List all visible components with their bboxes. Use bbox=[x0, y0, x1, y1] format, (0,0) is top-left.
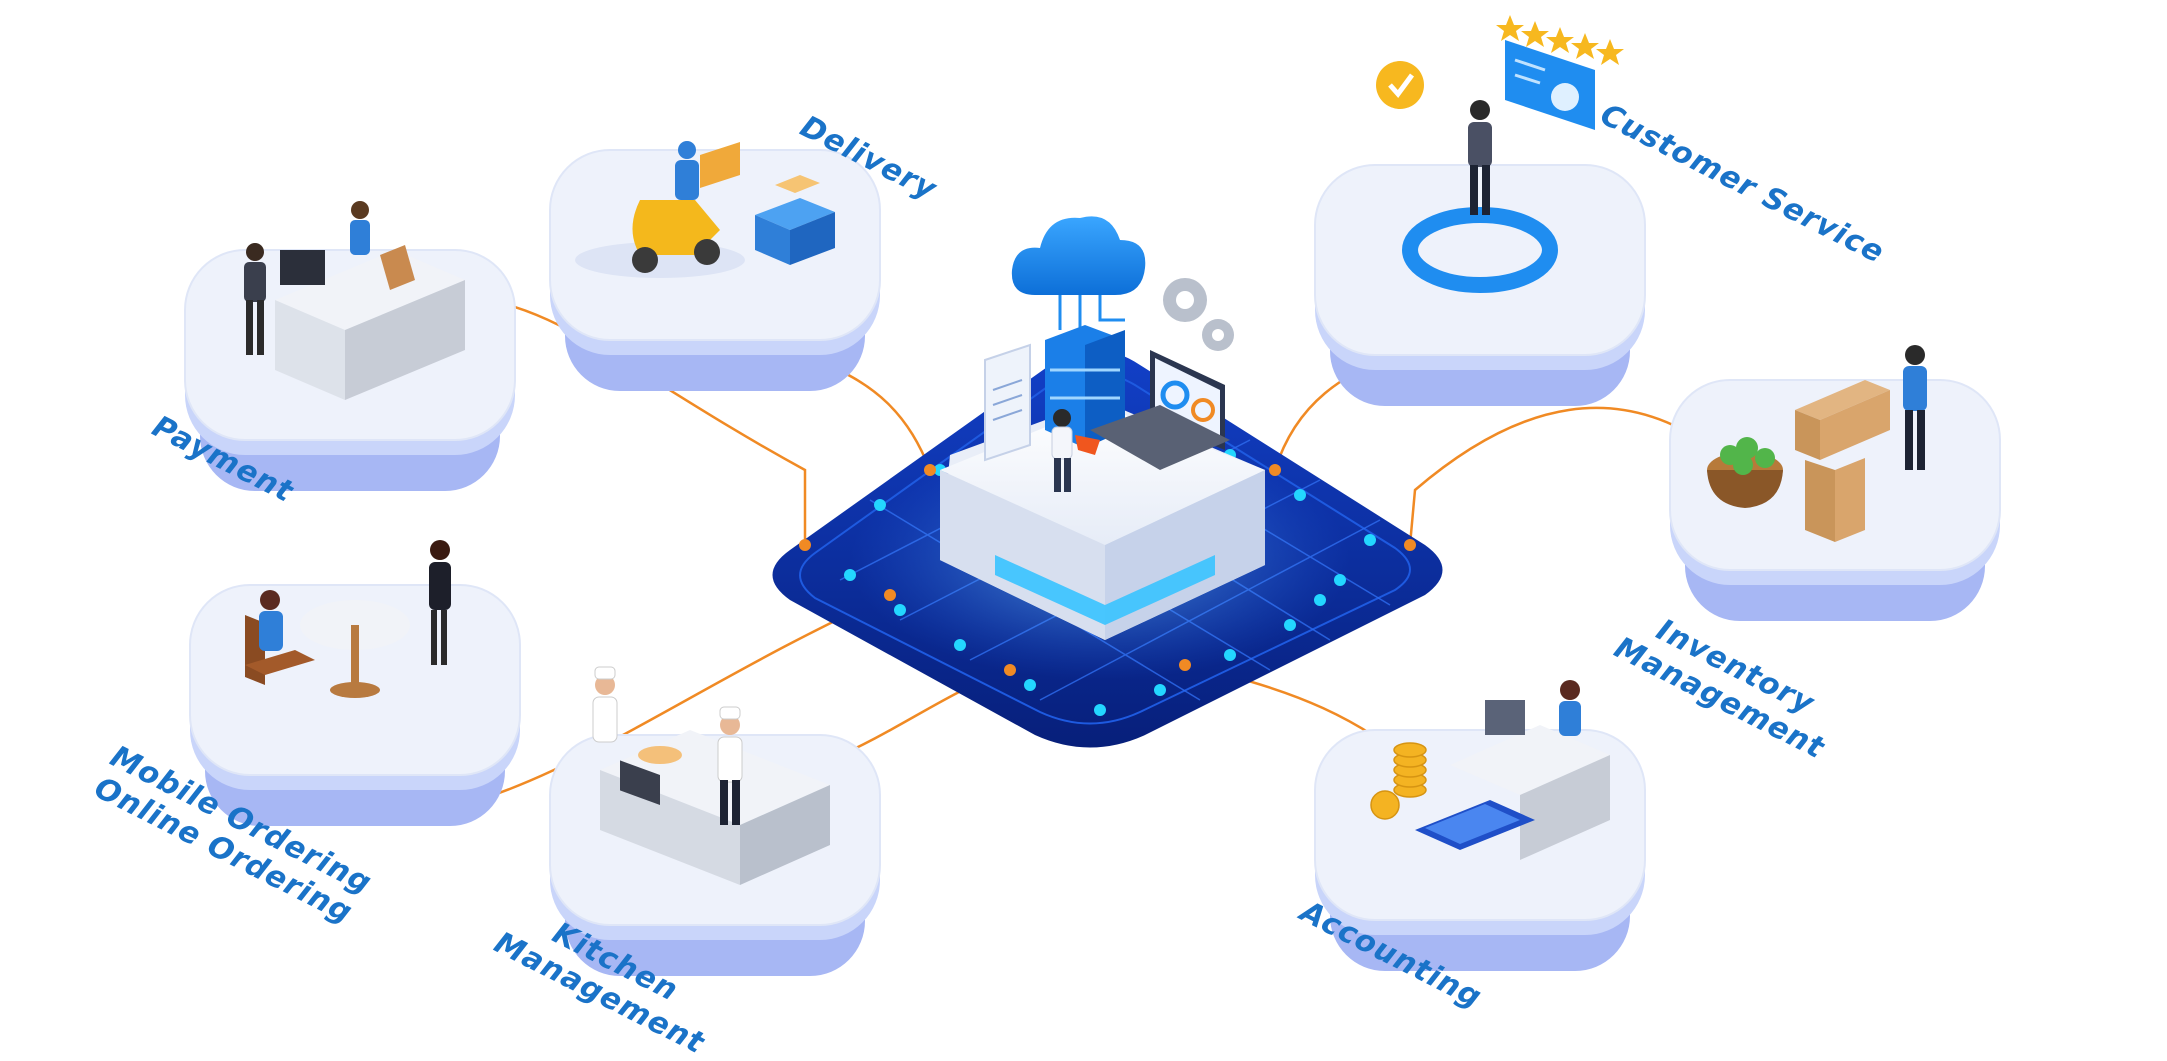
customer-figure bbox=[244, 243, 266, 355]
table-icon bbox=[300, 600, 410, 698]
platform-delivery bbox=[549, 141, 881, 392]
cashier-figure bbox=[350, 201, 370, 255]
cloud-icon bbox=[1011, 216, 1146, 345]
ring-icon bbox=[1402, 207, 1558, 293]
document-panel bbox=[984, 343, 1031, 462]
gear-icon bbox=[1163, 278, 1234, 351]
calculator-icon bbox=[1415, 800, 1535, 850]
basket-icon bbox=[1707, 437, 1783, 508]
profile-card-icon bbox=[1505, 40, 1595, 130]
platform-customer-service bbox=[1314, 15, 1646, 407]
platform-accounting bbox=[1314, 680, 1646, 972]
platform-inventory bbox=[1669, 345, 2001, 622]
accountant-figure bbox=[1559, 680, 1581, 736]
checkout-counter bbox=[275, 245, 465, 400]
worker-figure bbox=[1903, 345, 1927, 470]
package-icon bbox=[755, 175, 835, 265]
kitchen-counter bbox=[600, 730, 830, 885]
agent-figure bbox=[1468, 100, 1492, 215]
desk-icon bbox=[1450, 700, 1610, 860]
junction-nodes bbox=[799, 464, 1416, 676]
platform-payment bbox=[184, 201, 516, 492]
pos-system-diagram bbox=[184, 15, 2001, 977]
diner-figure bbox=[259, 590, 283, 651]
central-hub bbox=[772, 216, 1443, 748]
platform-kitchen bbox=[549, 666, 881, 977]
check-icon bbox=[1376, 61, 1424, 109]
waiter-figure bbox=[429, 540, 451, 665]
star-icon bbox=[1496, 15, 1624, 65]
chef-figure-2 bbox=[717, 706, 743, 825]
boxes-icon bbox=[1795, 380, 1890, 542]
chef-figure bbox=[592, 666, 618, 743]
engineer-figure bbox=[1051, 409, 1100, 492]
scooter-icon bbox=[575, 141, 745, 278]
laptop-icon bbox=[1090, 350, 1230, 470]
platform-mobile-ordering bbox=[189, 540, 521, 827]
coins-icon bbox=[1370, 742, 1427, 820]
